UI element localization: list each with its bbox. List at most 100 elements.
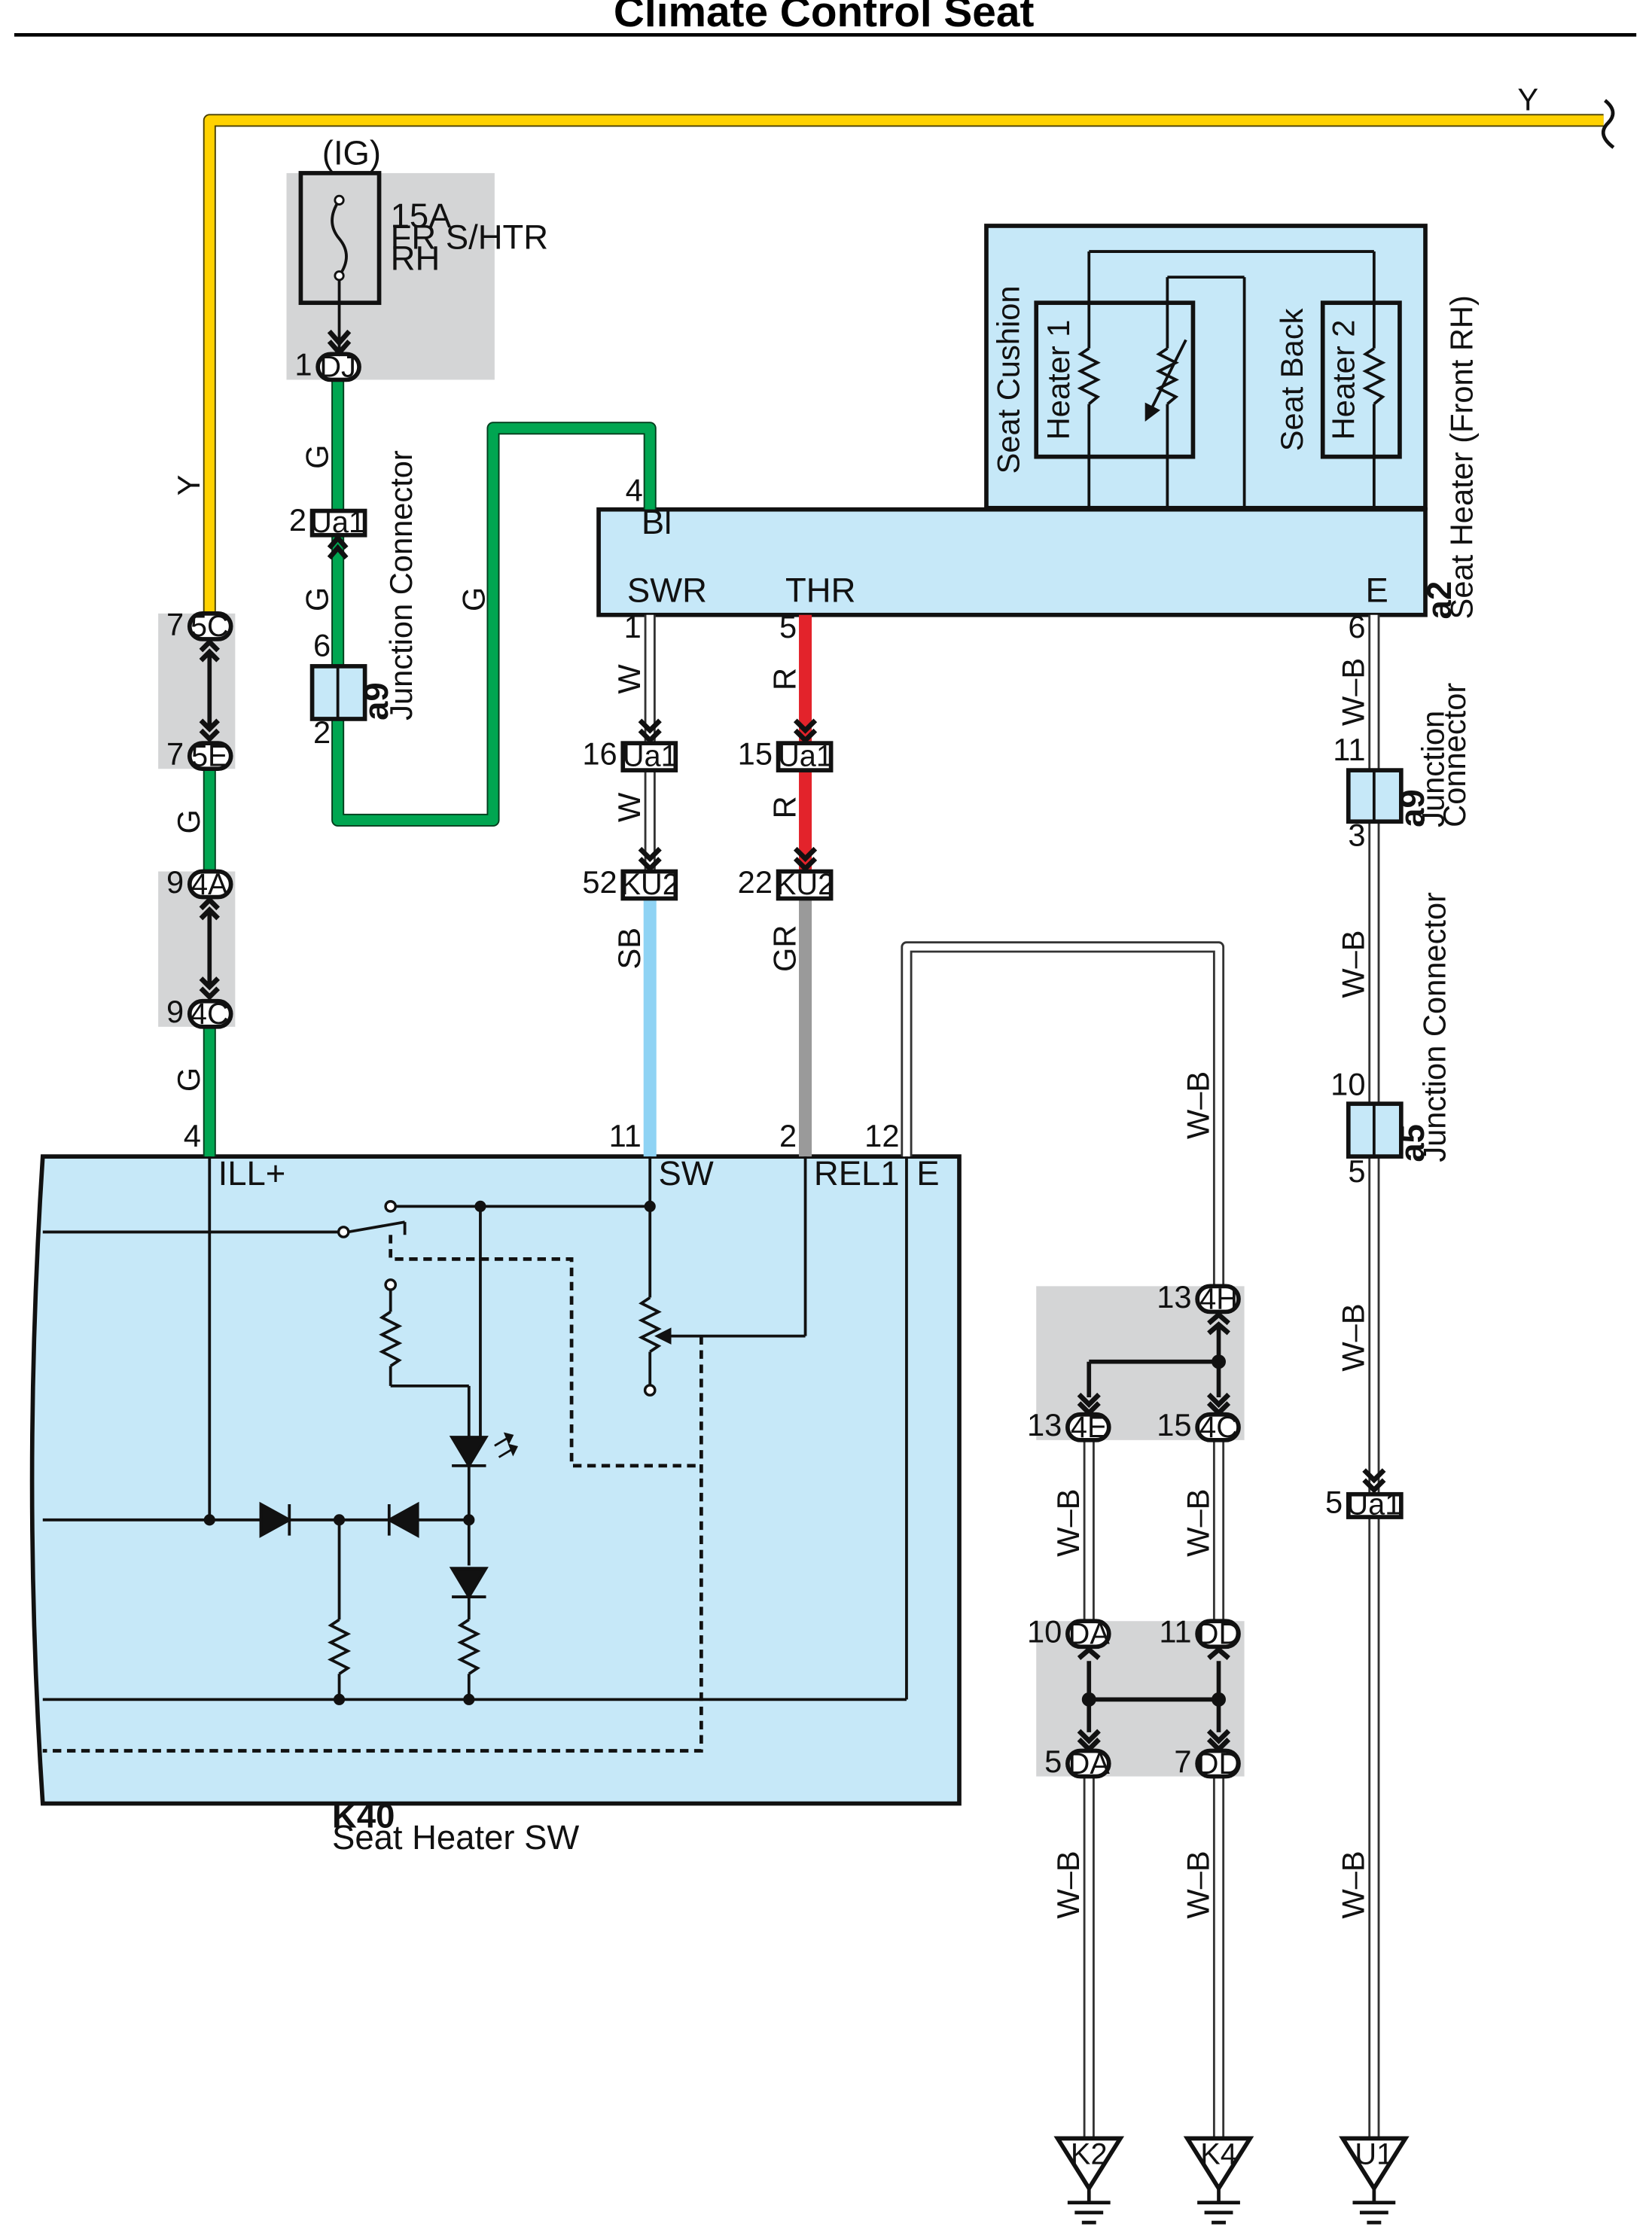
wirecode-wb-9: W–B: [1180, 1851, 1215, 1918]
wirecode-g-3: G: [456, 587, 492, 611]
wirecode-y-top: Y: [1517, 82, 1538, 117]
a9-left-name: Junction Connector: [383, 450, 419, 720]
pin-a9-left-top: 6: [313, 628, 331, 663]
pin-dd-bottom: 7: [1174, 1744, 1191, 1779]
pin-4h: 13: [1157, 1279, 1191, 1314]
k40-terminal-e: E: [916, 1154, 939, 1193]
wirecode-r-2: R: [767, 796, 802, 818]
ground-bars: [1067, 2188, 1396, 2225]
pin-ku2-r: 22: [738, 864, 773, 900]
wirecode-g-5: G: [171, 1068, 206, 1092]
pin-a2-bl: 4: [626, 472, 643, 507]
wirecode-gr: GR: [767, 925, 802, 972]
a9-right-name-1: Junction: [1416, 711, 1451, 827]
pin-4c-left: 9: [166, 994, 184, 1029]
wirecode-wb-7: W–B: [1180, 1489, 1215, 1557]
oval-connectors: [187, 352, 1241, 1779]
pin-4a: 9: [166, 864, 184, 900]
pin-k40-rel: 2: [779, 1118, 797, 1153]
k40-terminal-ill: ILL+: [218, 1154, 286, 1193]
connector-dd-top: DD: [1197, 1618, 1240, 1651]
a2-internal-circuit: [1034, 250, 1402, 510]
k40-terminal-rel1: REL1: [814, 1154, 900, 1193]
fuse-name-label-2: RH: [391, 239, 440, 278]
page-title: Climate Control Seat: [614, 0, 1035, 36]
pin-a5-bottom: 5: [1348, 1153, 1365, 1189]
ground-k4: K4: [1200, 2137, 1237, 2171]
pin-a2-e: 6: [1348, 609, 1365, 644]
pin-da-bottom: 5: [1044, 1744, 1062, 1779]
wirecode-g-2: G: [299, 587, 334, 611]
connector-da-bottom: DA: [1068, 1747, 1111, 1781]
wirecode-sb: SB: [611, 928, 647, 970]
junction-block-dividers: [336, 666, 1376, 1157]
fuse-fr-s-htr-rh: [298, 171, 382, 355]
pin-k40-ill: 4: [184, 1118, 201, 1153]
wirecode-g-1: G: [299, 444, 334, 468]
a2-terminal-e: E: [1366, 571, 1388, 610]
a2-name: Seat Heater (Front RH): [1443, 295, 1479, 619]
wirecode-w-2: W: [611, 792, 647, 822]
k40-terminal-sw: SW: [659, 1154, 714, 1193]
a2-terminal-swr: SWR: [627, 571, 707, 610]
pin-da-top: 10: [1027, 1614, 1062, 1650]
junction-blocks: [309, 664, 1404, 1159]
wirecode-wb-4: W–B: [1336, 1851, 1371, 1918]
wirecode-y-left: Y: [171, 475, 206, 496]
wirecode-wb-5: W–B: [1180, 1071, 1215, 1139]
a5-code: a5: [1393, 1124, 1431, 1162]
pin-ua1-r: 15: [738, 736, 773, 772]
connector-dj: DJ: [319, 351, 356, 384]
pin-5c: 7: [166, 606, 184, 641]
connector-5c: 5C: [190, 610, 229, 643]
a2-seat-back-label: Seat Back: [1274, 308, 1309, 451]
k40-nodes: [203, 1200, 656, 1705]
k40-seat-heater-switch-body: [29, 1154, 962, 1806]
pin-4e: 13: [1027, 1407, 1062, 1442]
connector-ua1-r: Ua1: [778, 739, 833, 772]
a5-name: Junction Connector: [1417, 892, 1452, 1162]
connector-ku2-w: KU2: [621, 868, 679, 901]
pin-a5-top: 10: [1330, 1067, 1365, 1102]
connector-internal-links: [207, 653, 1226, 1732]
connector-4h: 4H: [1199, 1283, 1238, 1316]
pin-ua1-e: 5: [1325, 1484, 1343, 1519]
pin-k40-e: 12: [864, 1118, 899, 1153]
fuse-amps-label: 15A: [391, 196, 453, 235]
fuse-name-label-1: FR S/HTR: [391, 218, 548, 256]
wirecode-w-1: W: [611, 664, 647, 694]
pin-k40-sw: 11: [609, 1118, 642, 1153]
connector-4c-left: 4C: [190, 998, 229, 1031]
power-source-label: (IG): [322, 134, 381, 172]
a2-seat-cushion-label: Seat Cushion: [991, 285, 1026, 474]
a9-left-code: a9: [357, 682, 395, 720]
wirecode-wb-3: W–B: [1336, 1303, 1371, 1371]
pin-a9-right-top: 11: [1333, 732, 1365, 767]
wire-y: [203, 99, 1615, 614]
a2-terminal-bl: Bl: [642, 503, 672, 541]
wire-g: [203, 379, 657, 1157]
connector-chevrons: [199, 329, 1386, 1753]
pin-4c-right: 15: [1157, 1407, 1191, 1442]
pin-a2-thr: 5: [779, 609, 797, 644]
a2-terminal-thr: THR: [785, 571, 855, 610]
k40-name: Seat Heater SW: [332, 1818, 579, 1857]
a2-heater2-label: Heater 2: [1325, 320, 1361, 440]
connector-da-top: DA: [1068, 1618, 1111, 1651]
k40-switch-contacts: [337, 1200, 657, 1397]
wirecode-wb-6: W–B: [1050, 1489, 1086, 1557]
ground-k2: K2: [1071, 2137, 1108, 2171]
pin-ua1-g: 2: [289, 502, 306, 538]
wirecode-r-1: R: [767, 668, 802, 690]
a2-code: a2: [1420, 581, 1458, 620]
ground-symbols: [1053, 2136, 1410, 2192]
pin-5e: 7: [166, 736, 184, 772]
wirecode-wb-2: W–B: [1336, 930, 1371, 998]
a9-right-name-2: Connector: [1437, 683, 1472, 827]
wirecode-wb-8: W–B: [1050, 1851, 1086, 1918]
pin-a9-left-bottom: 2: [313, 714, 331, 750]
a2-heater1-label: Heater 1: [1041, 320, 1076, 440]
connector-5e: 5E: [191, 739, 228, 772]
connector-ua1-g: Ua1: [310, 506, 365, 539]
